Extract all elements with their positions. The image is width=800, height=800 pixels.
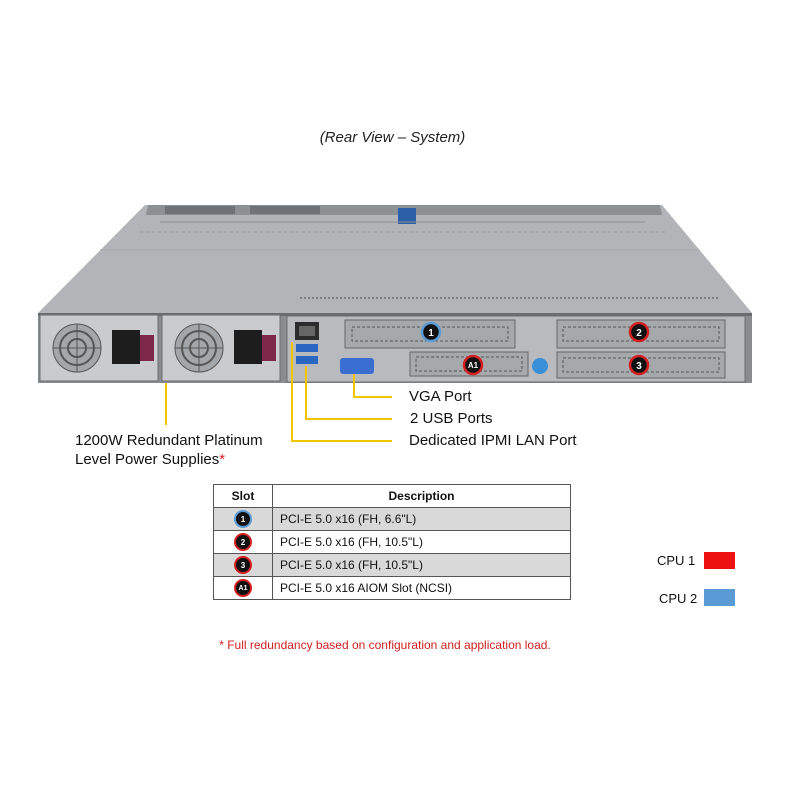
ipmi-port-label: Dedicated IPMI LAN Port: [409, 432, 577, 449]
table-row: A1 PCI-E 5.0 x16 AIOM Slot (NCSI): [213, 576, 571, 600]
column-header-slot: Slot: [213, 484, 273, 508]
power-supply-label: 1200W Redundant Platinum Level Power Sup…: [75, 431, 263, 469]
slot-badge-3: 3: [234, 556, 252, 574]
slot-badge-2: 2: [234, 533, 252, 551]
slot-table: Slot Description 1 PCI-E 5.0 x16 (FH, 6.…: [213, 484, 571, 600]
slot-badge-1: 1: [234, 510, 252, 528]
table-row: 3 PCI-E 5.0 x16 (FH, 10.5"L): [213, 553, 571, 577]
aiom-thumbscrew: [532, 358, 548, 374]
slot-badge-a1: A1: [234, 579, 252, 597]
chassis-top-cover: [38, 205, 752, 313]
power-supply-2: [161, 314, 281, 382]
vga-port-label: VGA Port: [409, 388, 472, 405]
legend-label-cpu2: CPU 2: [659, 591, 698, 606]
slot-marker-a1: A1: [462, 354, 484, 376]
svg-text:A1: A1: [468, 361, 479, 370]
asterisk-mark: *: [219, 451, 226, 468]
table-row: 2 PCI-E 5.0 x16 (FH, 10.5"L): [213, 530, 571, 554]
svg-text:1: 1: [428, 328, 434, 339]
table-row: 1 PCI-E 5.0 x16 (FH, 6.6"L): [213, 507, 571, 531]
slot-marker-3: 3: [628, 354, 650, 376]
ipmi-leader-line: [291, 342, 392, 442]
power-supply-label-line2: Level Power Supplies: [75, 451, 220, 468]
svg-text:2: 2: [636, 328, 642, 339]
slot-marker-2: 2: [628, 321, 650, 343]
legend-swatch-cpu2: [704, 589, 735, 606]
release-tab: [398, 208, 416, 224]
power-supply-label-line1: 1200W Redundant Platinum: [75, 432, 263, 449]
footnote: * Full redundancy based on configuration…: [219, 638, 551, 652]
slot-description: PCI-E 5.0 x16 (FH, 6.6"L): [272, 507, 571, 531]
slot-marker-1: 1: [420, 321, 442, 343]
page-title: (Rear View – System): [319, 129, 466, 146]
top-panel-vent: [250, 206, 320, 214]
usb-port-2: [296, 356, 318, 364]
power-supply-1: [39, 314, 159, 382]
column-header-description: Description: [272, 484, 571, 508]
usb-port-1: [296, 344, 318, 352]
slot-description: PCI-E 5.0 x16 AIOM Slot (NCSI): [272, 576, 571, 600]
slot-description: PCI-E 5.0 x16 (FH, 10.5"L): [272, 530, 571, 554]
svg-text:3: 3: [636, 361, 642, 372]
legend-label-cpu1: CPU 1: [657, 553, 696, 568]
usb-ports-label: 2 USB Ports: [410, 410, 493, 427]
usb-leader-line: [305, 366, 392, 420]
vga-leader-line: [353, 374, 392, 398]
vga-port: [340, 358, 374, 374]
table-header-row: Slot Description: [213, 484, 571, 508]
top-panel-vent: [165, 206, 235, 214]
slot-description: PCI-E 5.0 x16 (FH, 10.5"L): [272, 553, 571, 577]
legend-swatch-cpu1: [704, 552, 735, 569]
